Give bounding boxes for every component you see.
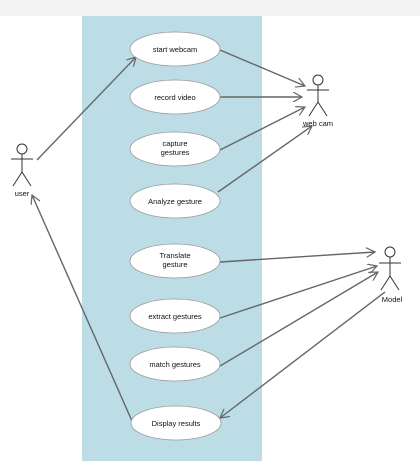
assoc-extract-gestures-model: [219, 266, 377, 319]
assoc-display-results-user: [32, 195, 133, 422]
use-case-extract-gestures: extract gestures: [129, 298, 221, 334]
use-case-capture-gestures: capture gestures: [129, 131, 221, 167]
assoc-analyze-gesture-webcam: [217, 126, 312, 193]
use-case-label: record video: [154, 93, 195, 102]
assoc-match-gestures-model: [219, 272, 378, 367]
use-case-label-line1: Translate: [160, 251, 191, 260]
assoc-capture-gestures-webcam: [219, 107, 305, 151]
use-case-record-video: record video: [129, 79, 221, 115]
use-case-label: start webcam: [153, 45, 198, 54]
use-case-translate-gesture: Translate gesture: [129, 243, 221, 279]
actor-webcam-label: web cam: [302, 119, 333, 128]
use-case-label: Analyze gesture: [148, 197, 202, 206]
use-case-label: extract gestures: [148, 312, 202, 321]
actor-webcam: [307, 74, 329, 117]
use-case-start-webcam: start webcam: [129, 31, 221, 67]
use-case-label-line2: gestures: [161, 148, 190, 157]
assoc-model-display-results: [220, 291, 386, 418]
actor-model: [379, 246, 401, 291]
use-case-analyze-gesture: Analyze gesture: [129, 183, 221, 219]
actor-user-head: [16, 143, 28, 155]
use-case-label: match gestures: [149, 360, 201, 369]
assoc-user-start-webcam: [36, 57, 136, 161]
actor-webcam-head: [312, 74, 324, 86]
associations: [32, 49, 386, 422]
actor-user-label: user: [15, 189, 30, 198]
actor-model-head: [384, 246, 396, 258]
assoc-start-webcam-webcam: [219, 49, 305, 86]
use-case-label-line2: gesture: [162, 260, 187, 269]
use-case-display-results: Display results: [130, 405, 222, 441]
actor-model-label: Model: [382, 295, 403, 304]
use-case-label-line1: capture: [162, 139, 187, 148]
assoc-translate-gesture-model: [219, 252, 375, 263]
top-band: [0, 0, 420, 16]
use-case-match-gestures: match gestures: [129, 346, 221, 382]
use-case-label: Display results: [152, 419, 201, 428]
actor-user: [11, 143, 33, 187]
